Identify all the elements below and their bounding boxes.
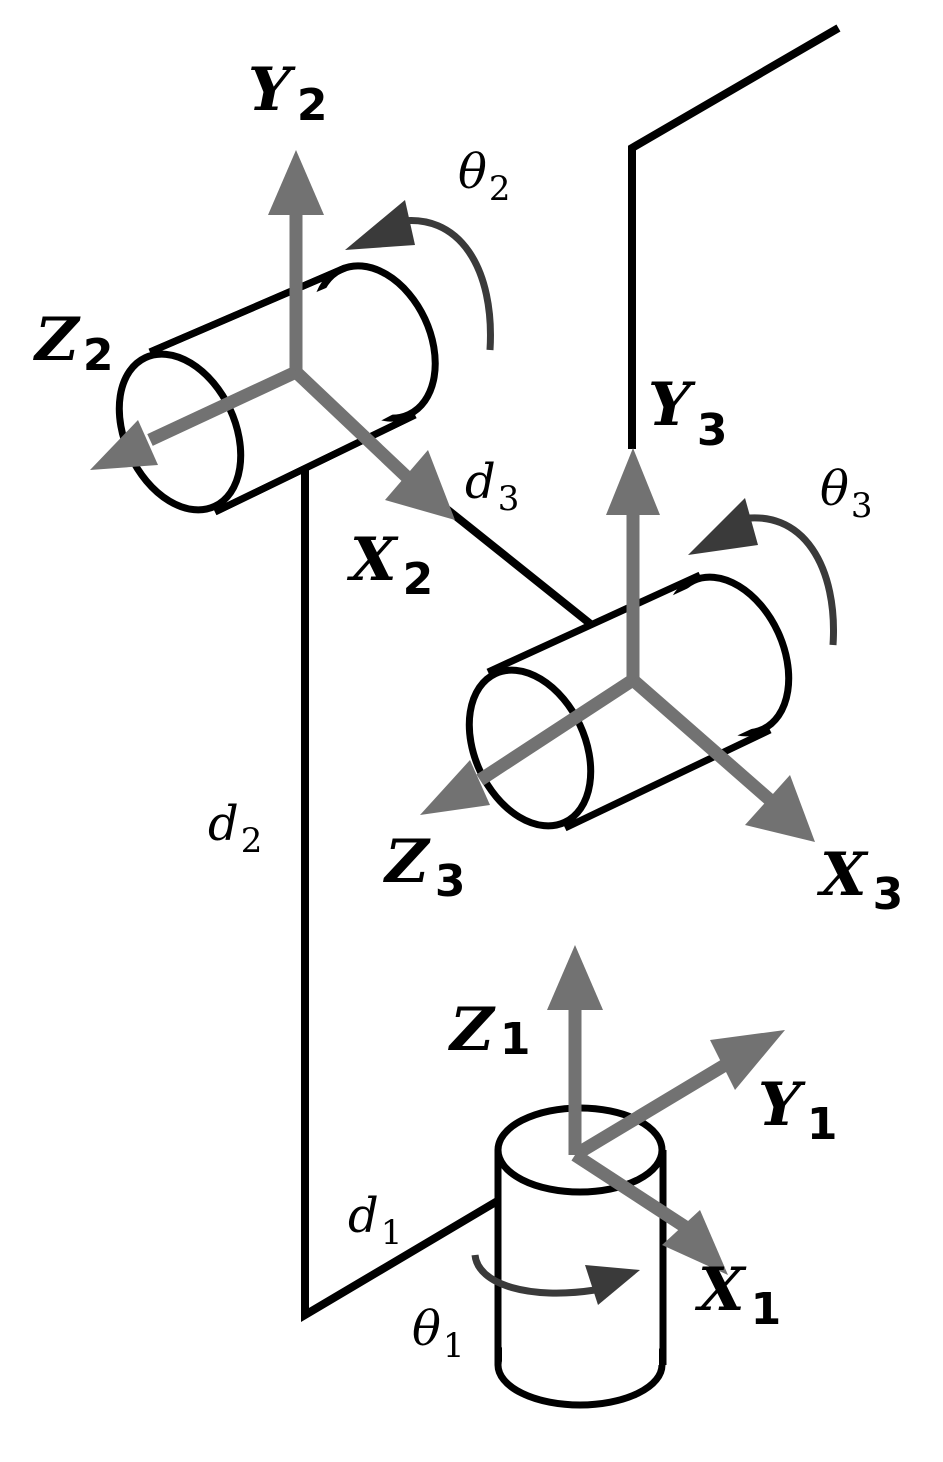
label-theta3: θ3 (820, 461, 873, 526)
theta2-rotation-arc (394, 217, 494, 351)
x3-arrow-icon (745, 775, 815, 842)
label-theta2: θ2 (458, 144, 511, 209)
frame-2-axes (90, 150, 455, 520)
z2-arrow-icon (90, 420, 158, 470)
x1-arrow-icon (662, 1210, 728, 1275)
theta1-arrow-icon (585, 1265, 640, 1305)
label-z2: Z2 (33, 305, 113, 381)
joint-2-cylinder (115, 262, 439, 516)
y1-arrow-icon (710, 1030, 785, 1090)
x2-arrow-icon (385, 450, 455, 520)
link-d3 (442, 504, 594, 628)
link-end-effector (628, 24, 841, 449)
joint-3-cylinder (465, 571, 793, 832)
frame-1-axes (547, 945, 785, 1275)
links (301, 24, 841, 1323)
z1-arrow-icon (547, 945, 603, 1010)
z3-arrow-icon (420, 760, 490, 815)
theta2-arrow-icon (345, 200, 415, 250)
frame-3-axes (420, 448, 815, 842)
theta3-arrow-icon (688, 498, 758, 555)
rotation-arrows (345, 200, 837, 1305)
theta1-rotation-arc (471, 1254, 596, 1297)
label-d2: d2 (208, 796, 262, 861)
y3-arrow-icon (606, 448, 660, 515)
label-d1: d1 (348, 1188, 402, 1253)
y2-arrow-icon (268, 150, 324, 215)
label-theta1: θ1 (412, 1301, 465, 1366)
theta3-rotation-arc (734, 514, 837, 646)
link-base-d1-d2 (301, 466, 581, 1323)
label-d3: d3 (465, 454, 519, 519)
